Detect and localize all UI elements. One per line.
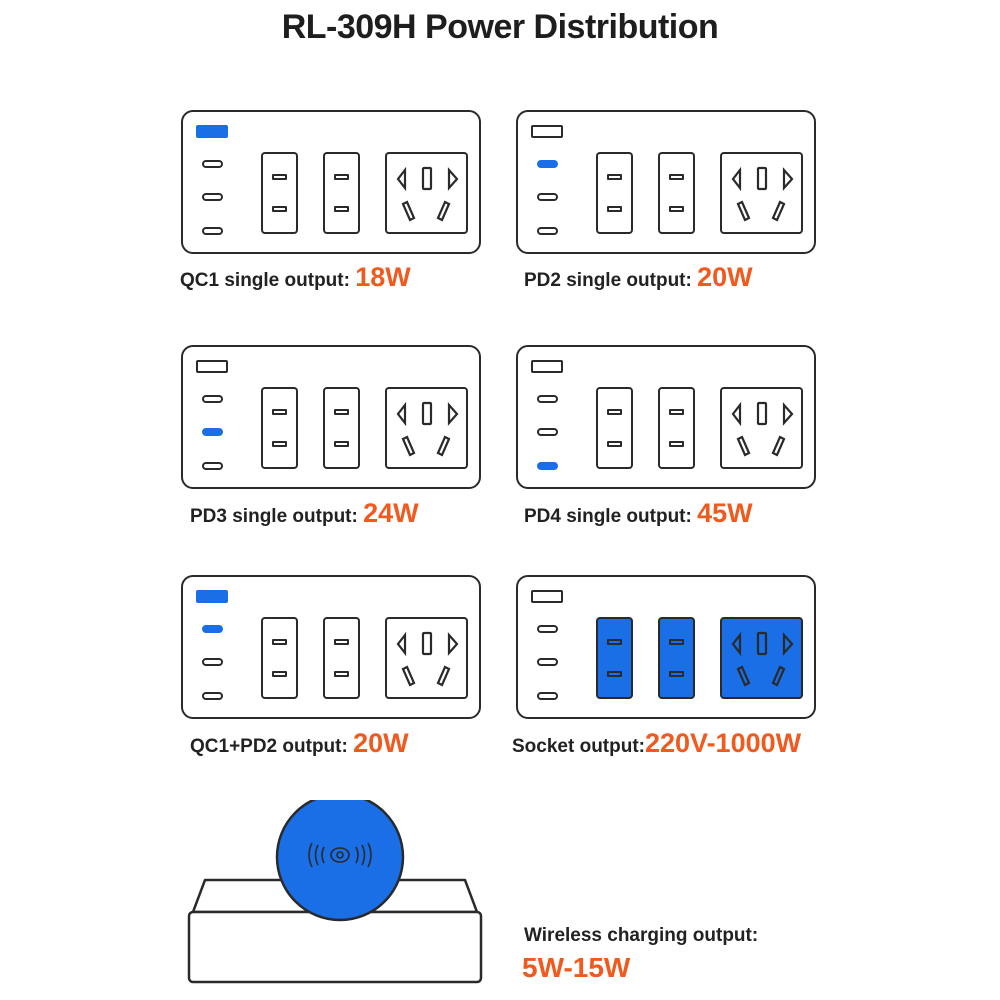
pd3-port (537, 193, 558, 201)
qc1-port (196, 590, 228, 603)
pd4-port (202, 462, 223, 470)
pd3-port (537, 658, 558, 666)
socket-two-pin-2 (658, 387, 695, 469)
wireless-charging-icon (308, 842, 372, 868)
pd2-port (202, 160, 223, 168)
pd3-port (202, 193, 223, 201)
qc1-port (531, 125, 563, 138)
page-title: RL-309H Power Distribution (281, 8, 719, 46)
caption-label: PD3 single output: (190, 506, 358, 527)
caption-pd2: PD2 single output: 20W (524, 262, 753, 293)
power-strip-qc1 (181, 110, 481, 254)
power-strip-qc1-pd2 (181, 575, 481, 719)
wireless-value: 5W-15W (522, 952, 631, 983)
caption-value: 24W (363, 498, 419, 528)
socket-universal (720, 152, 803, 234)
socket-two-pin-1 (261, 617, 298, 699)
pd3-port (202, 428, 223, 436)
caption-socket: Socket output:220V-1000W (512, 728, 801, 759)
socket-two-pin-1 (596, 152, 633, 234)
socket-two-pin-2 (658, 617, 695, 699)
caption-value: 45W (697, 498, 753, 528)
power-strip-pd3 (181, 345, 481, 489)
socket-universal (385, 152, 468, 234)
socket-two-pin-1 (261, 387, 298, 469)
pd2-port (202, 395, 223, 403)
socket-universal (385, 387, 468, 469)
pd4-port (537, 462, 558, 470)
caption-label: QC1 single output: (180, 270, 350, 291)
power-strip-pd2 (516, 110, 816, 254)
pd2-port (537, 160, 558, 168)
pd4-port (202, 692, 223, 700)
caption-value: 220V-1000W (645, 728, 802, 758)
wireless-charger-illustration (187, 800, 483, 984)
caption-pd4: PD4 single output: 45W (524, 498, 753, 529)
socket-universal (385, 617, 468, 699)
pd3-port (202, 658, 223, 666)
wireless-label: Wireless charging output: (524, 925, 759, 946)
pd2-port (537, 625, 558, 633)
caption-value: 20W (353, 728, 409, 758)
qc1-port (531, 360, 563, 373)
caption-value: 18W (355, 262, 411, 292)
pd4-port (202, 227, 223, 235)
power-strip-socket (516, 575, 816, 719)
pd4-port (537, 692, 558, 700)
qc1-port (531, 590, 563, 603)
qc1-port (196, 360, 228, 373)
socket-two-pin-1 (596, 617, 633, 699)
caption-label: Socket output: (512, 736, 645, 757)
pd3-port (537, 428, 558, 436)
caption-qc1: QC1 single output: 18W (180, 262, 411, 293)
caption-qc1-pd2: QC1+PD2 output: 20W (190, 728, 409, 759)
socket-two-pin-2 (323, 387, 360, 469)
socket-two-pin-2 (658, 152, 695, 234)
socket-two-pin-1 (596, 387, 633, 469)
socket-two-pin-2 (323, 152, 360, 234)
pd2-port (202, 625, 223, 633)
socket-universal (720, 617, 803, 699)
socket-two-pin-2 (323, 617, 360, 699)
socket-two-pin-1 (261, 152, 298, 234)
caption-label: PD4 single output: (524, 506, 692, 527)
pd4-port (537, 227, 558, 235)
pd2-port (537, 395, 558, 403)
caption-value: 20W (697, 262, 753, 292)
caption-label: QC1+PD2 output: (190, 736, 348, 757)
caption-pd3: PD3 single output: 24W (190, 498, 419, 529)
qc1-port (196, 125, 228, 138)
power-strip-pd4 (516, 345, 816, 489)
socket-universal (720, 387, 803, 469)
wireless-charging-pad (275, 800, 405, 922)
caption-label: PD2 single output: (524, 270, 692, 291)
